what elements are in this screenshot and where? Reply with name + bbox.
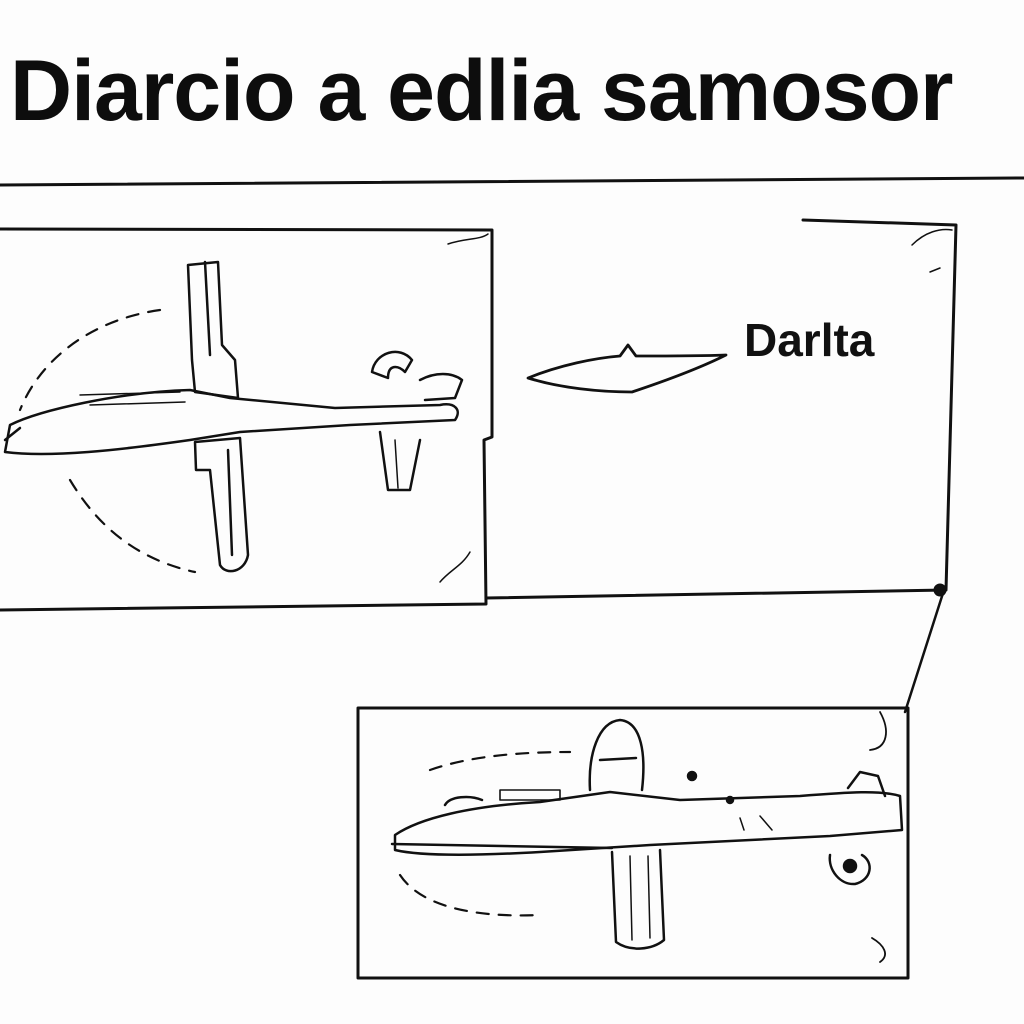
panel-top-right xyxy=(484,218,958,600)
airplane-sketch-icon xyxy=(390,718,904,950)
connector-node xyxy=(933,583,947,597)
panel-top-left xyxy=(0,227,494,612)
connector-line xyxy=(903,588,946,714)
page-title: Diarcio a edlia samosor xyxy=(10,43,954,139)
panel-label: Darlta xyxy=(744,314,875,366)
title-divider xyxy=(0,176,1024,187)
airplane-sketch-icon xyxy=(3,260,464,574)
wing-sketch-icon xyxy=(526,343,728,394)
panel-bottom xyxy=(356,706,910,980)
